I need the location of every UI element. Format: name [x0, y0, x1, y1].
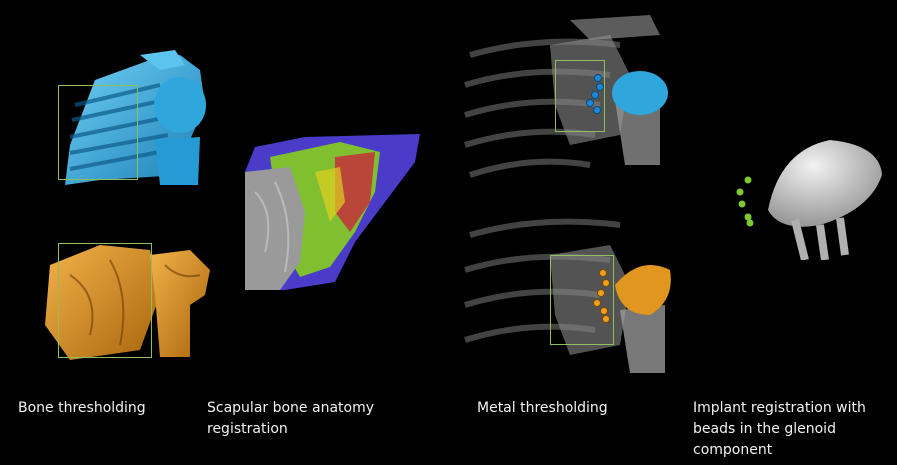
registration-box — [550, 255, 614, 345]
registration-box — [58, 85, 138, 180]
caption-line: Scapular bone anatomy — [207, 398, 374, 419]
caption-line: component — [693, 440, 866, 461]
implant-render — [720, 120, 890, 260]
caption-scapular-registration: Scapular bone anatomy registration — [207, 398, 374, 440]
registration-heatmap-render — [245, 132, 420, 290]
metal-threshold-orange-panel — [460, 215, 690, 375]
caption-line: beads in the glenoid — [693, 419, 866, 440]
scapular-registration-panel — [245, 132, 420, 290]
caption-line: registration — [207, 419, 374, 440]
registration-box — [58, 243, 152, 358]
caption-line: Implant registration with — [693, 398, 866, 419]
caption-bone-thresholding: Bone thresholding — [18, 398, 146, 419]
bone-threshold-orange-panel — [40, 235, 220, 365]
implant-registration-panel — [720, 120, 890, 260]
caption-metal-thresholding: Metal thresholding — [477, 398, 608, 419]
caption-implant-registration: Implant registration with beads in the g… — [693, 398, 866, 461]
bone-threshold-blue-panel — [40, 45, 220, 190]
metal-threshold-blue-panel — [460, 15, 690, 190]
registration-box — [555, 60, 605, 132]
